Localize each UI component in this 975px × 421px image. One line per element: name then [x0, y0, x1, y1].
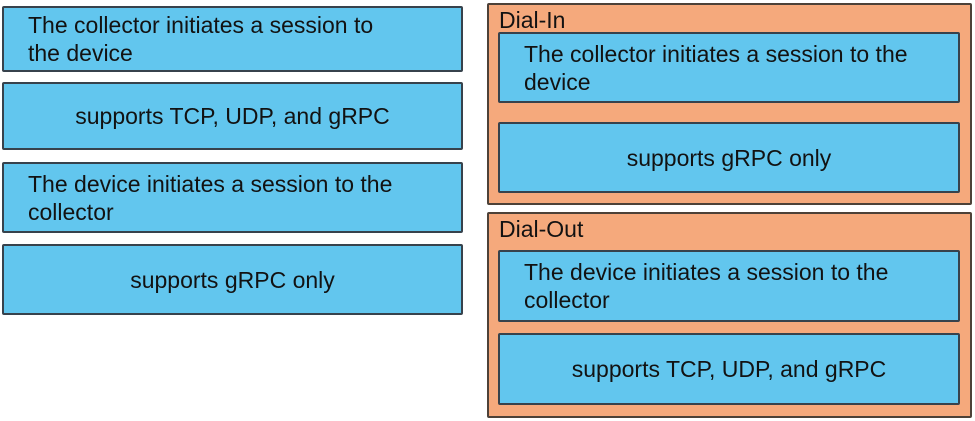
dropped-item-collector-initiates[interactable]: The collector initiates a session to the…	[498, 32, 960, 103]
drag-item-label: The device initiates a session to the co…	[28, 170, 393, 225]
drag-item-label: supports TCP, UDP, and gRPC	[75, 103, 390, 129]
drag-item-device-initiates[interactable]: The device initiates a session to the co…	[2, 162, 463, 233]
drop-group-title: Dial-In	[499, 7, 566, 33]
drag-item-collector-initiates[interactable]: The collector initiates a session to the…	[2, 6, 463, 72]
drag-item-label: supports gRPC only	[130, 266, 335, 293]
dropped-item-supports-grpc-only[interactable]: supports gRPC only	[498, 122, 960, 193]
dropped-item-label: supports gRPC only	[626, 144, 832, 171]
dropped-item-supports-tcp-udp-grpc[interactable]: supports TCP, UDP, and gRPC	[498, 333, 960, 405]
drag-item-supports-grpc-only[interactable]: supports gRPC only	[2, 244, 463, 315]
dropped-item-label: supports TCP, UDP, and gRPC	[571, 356, 887, 382]
drag-item-supports-tcp-udp-grpc[interactable]: supports TCP, UDP, and gRPC	[2, 82, 463, 150]
drop-group-title: Dial-Out	[499, 216, 584, 242]
drop-group-dial-in[interactable]: Dial-In The collector initiates a sessio…	[487, 3, 972, 205]
drop-group-dial-out[interactable]: Dial-Out The device initiates a session …	[487, 212, 972, 418]
dropped-item-label: The collector initiates a session to the…	[524, 40, 908, 95]
dropped-item-label: The device initiates a session to the co…	[524, 259, 889, 313]
dropped-item-device-initiates[interactable]: The device initiates a session to the co…	[498, 250, 960, 322]
drag-item-label: The collector initiates a session to the…	[28, 12, 374, 66]
